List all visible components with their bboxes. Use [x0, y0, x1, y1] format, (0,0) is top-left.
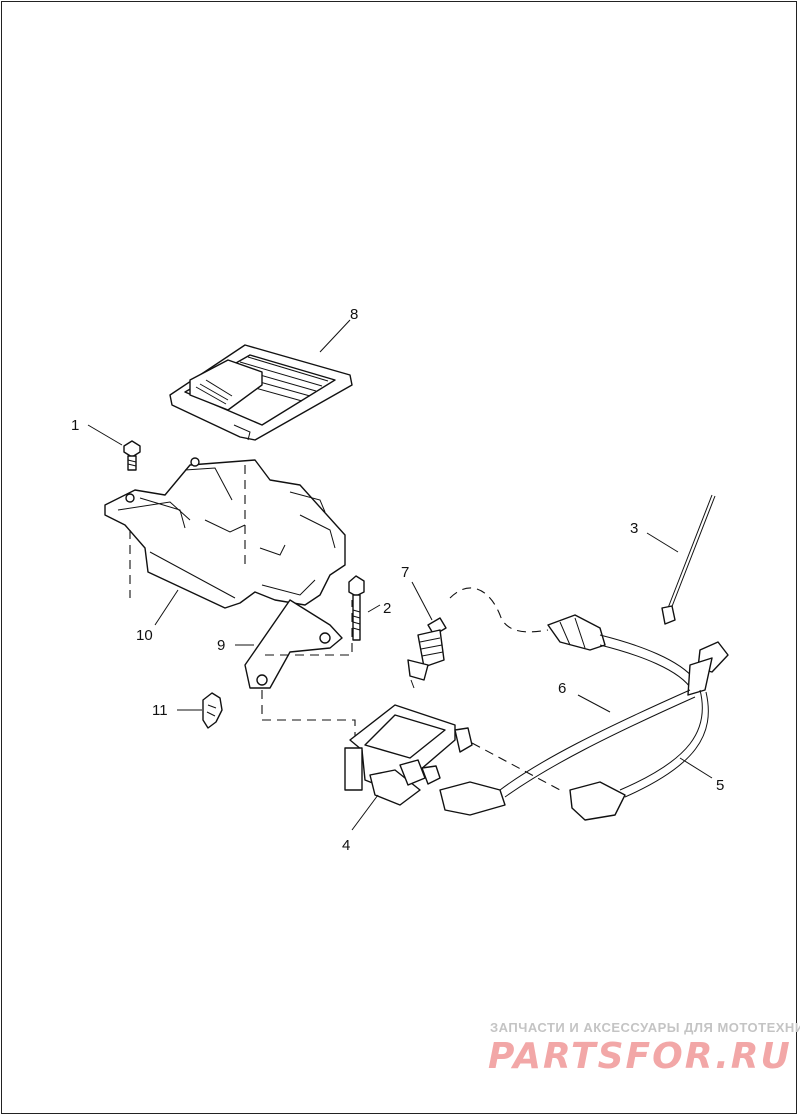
callout-10: 10	[136, 627, 153, 644]
long-bolt[interactable]	[348, 575, 365, 641]
callout-11: 11	[152, 702, 168, 719]
callout-5: 5	[716, 777, 724, 794]
spark-plug[interactable]	[407, 617, 447, 689]
callout-2: 2	[383, 600, 391, 617]
ecm-module[interactable]	[169, 344, 353, 441]
callout-8: 8	[350, 306, 358, 323]
coil-bracket[interactable]	[244, 599, 356, 745]
callout-3: 3	[630, 520, 638, 537]
cable-tie[interactable]	[661, 494, 716, 625]
callout-1: 1	[71, 417, 79, 434]
callout-6: 6	[558, 680, 566, 697]
callout-labels: 1 2 3 4 5 6 7 8 9 10 11	[71, 306, 724, 854]
leader-lines	[87, 319, 713, 831]
screw[interactable]	[123, 440, 141, 471]
watermark-logo: PARTSFOR.RU	[488, 1036, 792, 1077]
callout-4: 4	[342, 837, 350, 854]
wire-clip[interactable]	[202, 692, 223, 729]
callout-9: 9	[217, 637, 225, 654]
ecm-bracket[interactable]	[104, 457, 346, 609]
spark-plug-wires[interactable]	[439, 587, 729, 821]
ignition-coil[interactable]	[344, 704, 561, 806]
callout-7: 7	[401, 564, 409, 581]
watermark-tagline: ЗАПЧАСТИ И АКСЕССУАРЫ ДЛЯ МОТОТЕХНИКИ	[490, 1020, 800, 1035]
